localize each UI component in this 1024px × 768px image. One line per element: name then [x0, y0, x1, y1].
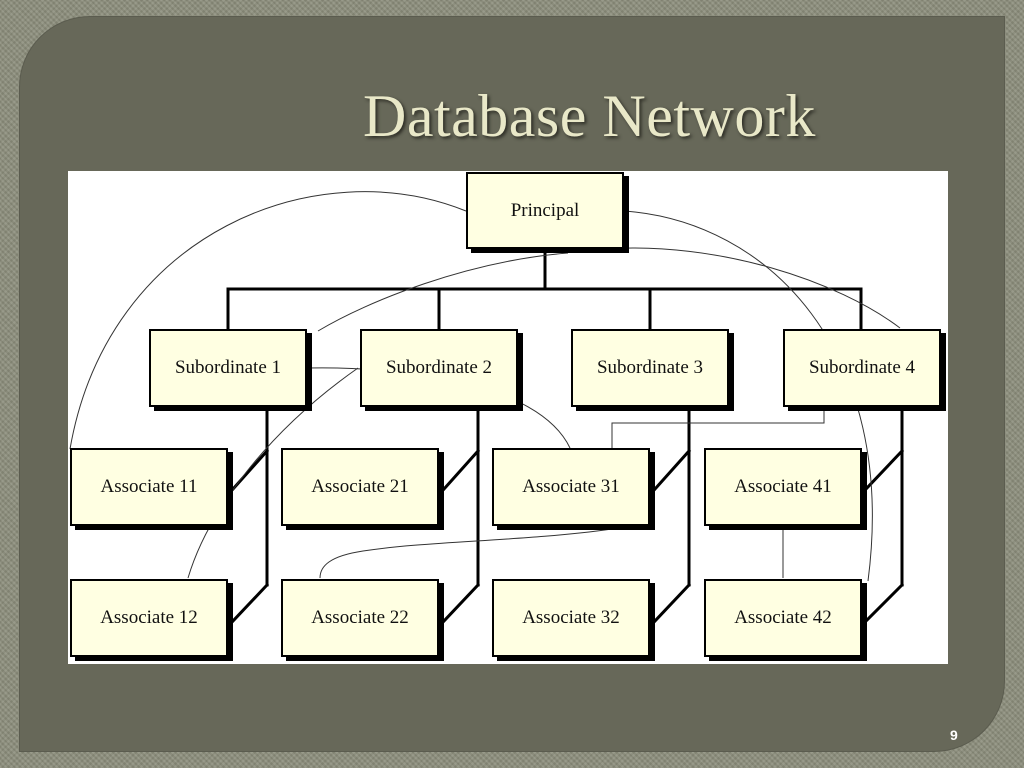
branch-assoc-41	[863, 448, 905, 492]
node-label: Associate 22	[311, 607, 409, 628]
node-subordinate-4: Subordinate 4	[783, 329, 941, 407]
node-label: Subordinate 1	[174, 357, 282, 378]
node-label: Associate 11	[100, 476, 198, 497]
node-label: Subordinate 2	[385, 357, 493, 378]
node-label: Associate 42	[734, 607, 832, 628]
node-label: Associate 12	[100, 607, 198, 628]
link-principal-sub-2	[317, 252, 569, 332]
branch-assoc-42	[863, 582, 905, 624]
link-sub-2-assoc-12	[187, 367, 359, 579]
branch-assoc-12	[230, 582, 270, 624]
link-principal-assoc-42	[623, 210, 873, 582]
branch-assoc-21	[441, 448, 481, 492]
node-label: Associate 41	[734, 476, 832, 497]
branch-assoc-22	[441, 582, 481, 624]
node-label: Associate 21	[311, 476, 409, 497]
node-associate-12: Associate 12	[70, 579, 228, 657]
node-label: Subordinate 3	[596, 357, 704, 378]
diagram-connectors	[69, 191, 905, 624]
network-diagram: Principal Subordinate 1 Subordinate 2 Su…	[68, 171, 948, 664]
node-label: Principal	[510, 199, 580, 221]
node-label: Subordinate 4	[808, 357, 916, 378]
node-subordinate-1: Subordinate 1	[149, 329, 307, 407]
node-subordinate-3: Subordinate 3	[571, 329, 729, 407]
hierarchy-lines	[226, 248, 905, 624]
link-assoc-31-assoc-22	[319, 528, 613, 579]
node-principal: Principal	[466, 172, 624, 249]
node-associate-22: Associate 22	[281, 579, 439, 657]
slide-title: Database Network	[363, 83, 816, 149]
node-associate-31: Associate 31	[492, 448, 650, 526]
node-label: Associate 31	[522, 476, 620, 497]
page-number: 9	[950, 727, 958, 743]
link-sub-4-assoc-31	[611, 408, 825, 448]
branch-assoc-31	[652, 448, 692, 492]
node-associate-32: Associate 32	[492, 579, 650, 657]
branch-assoc-32	[652, 582, 692, 624]
link-principal-assoc-11	[69, 191, 467, 450]
link-principal-sub-4	[602, 247, 901, 329]
node-associate-42: Associate 42	[704, 579, 862, 657]
node-subordinate-2: Subordinate 2	[360, 329, 518, 407]
node-associate-41: Associate 41	[704, 448, 862, 526]
node-associate-21: Associate 21	[281, 448, 439, 526]
node-label: Associate 32	[522, 607, 620, 628]
node-associate-11: Associate 11	[70, 448, 228, 526]
